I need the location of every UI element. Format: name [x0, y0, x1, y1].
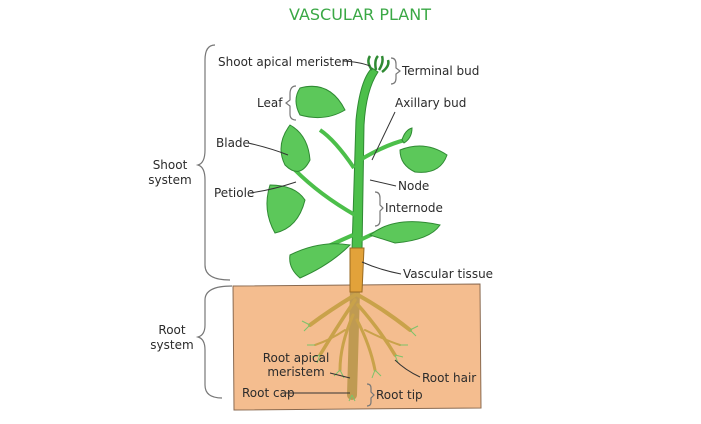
label-leaf: Leaf — [257, 96, 283, 110]
label-root-system-line2: system — [150, 338, 193, 352]
terminal-bud-brace — [390, 57, 401, 85]
leaf — [289, 243, 352, 279]
root-tip-brace — [366, 383, 375, 407]
leaf — [368, 221, 441, 244]
label-node: Node — [398, 179, 429, 193]
label-petiole: Petiole — [214, 186, 254, 200]
leaf-brace — [285, 85, 297, 121]
label-internode: Internode — [385, 201, 443, 215]
leaves — [266, 85, 448, 279]
root-hairs — [301, 320, 419, 402]
label-shoot-system-line2: system — [148, 173, 191, 187]
roots — [308, 285, 412, 400]
label-vascular-tissue: Vascular tissue — [403, 267, 493, 281]
label-root-system-line1: Root — [158, 323, 185, 337]
label-blade: Blade — [216, 136, 250, 150]
axillary-bud — [401, 127, 413, 144]
leaf — [280, 124, 311, 172]
pointer-lines — [247, 60, 421, 394]
internode-brace — [374, 191, 384, 227]
label-root-tip: Root tip — [376, 388, 423, 402]
leaf — [399, 145, 448, 173]
root-system-brace — [195, 285, 233, 399]
label-axillary-bud: Axillary bud — [395, 96, 466, 110]
label-root-cap: Root cap — [242, 386, 295, 400]
label-shoot-apical-meristem: Shoot apical meristem — [218, 55, 353, 69]
terminal-bud — [367, 55, 390, 73]
diagram-title: VASCULAR PLANT — [289, 5, 431, 24]
label-shoot-system-line1: Shoot — [153, 158, 188, 172]
shoot-system-brace — [195, 44, 231, 281]
stem — [351, 67, 379, 251]
leaf — [266, 184, 306, 234]
label-root-hair: Root hair — [422, 371, 476, 385]
vascular-tissue-stem — [349, 247, 365, 293]
label-terminal-bud: Terminal bud — [401, 64, 479, 78]
label-root-apical-meristem-line1: Root apical — [263, 351, 330, 365]
label-root-apical-meristem-line2: meristem — [267, 365, 324, 379]
leaf — [295, 85, 346, 119]
